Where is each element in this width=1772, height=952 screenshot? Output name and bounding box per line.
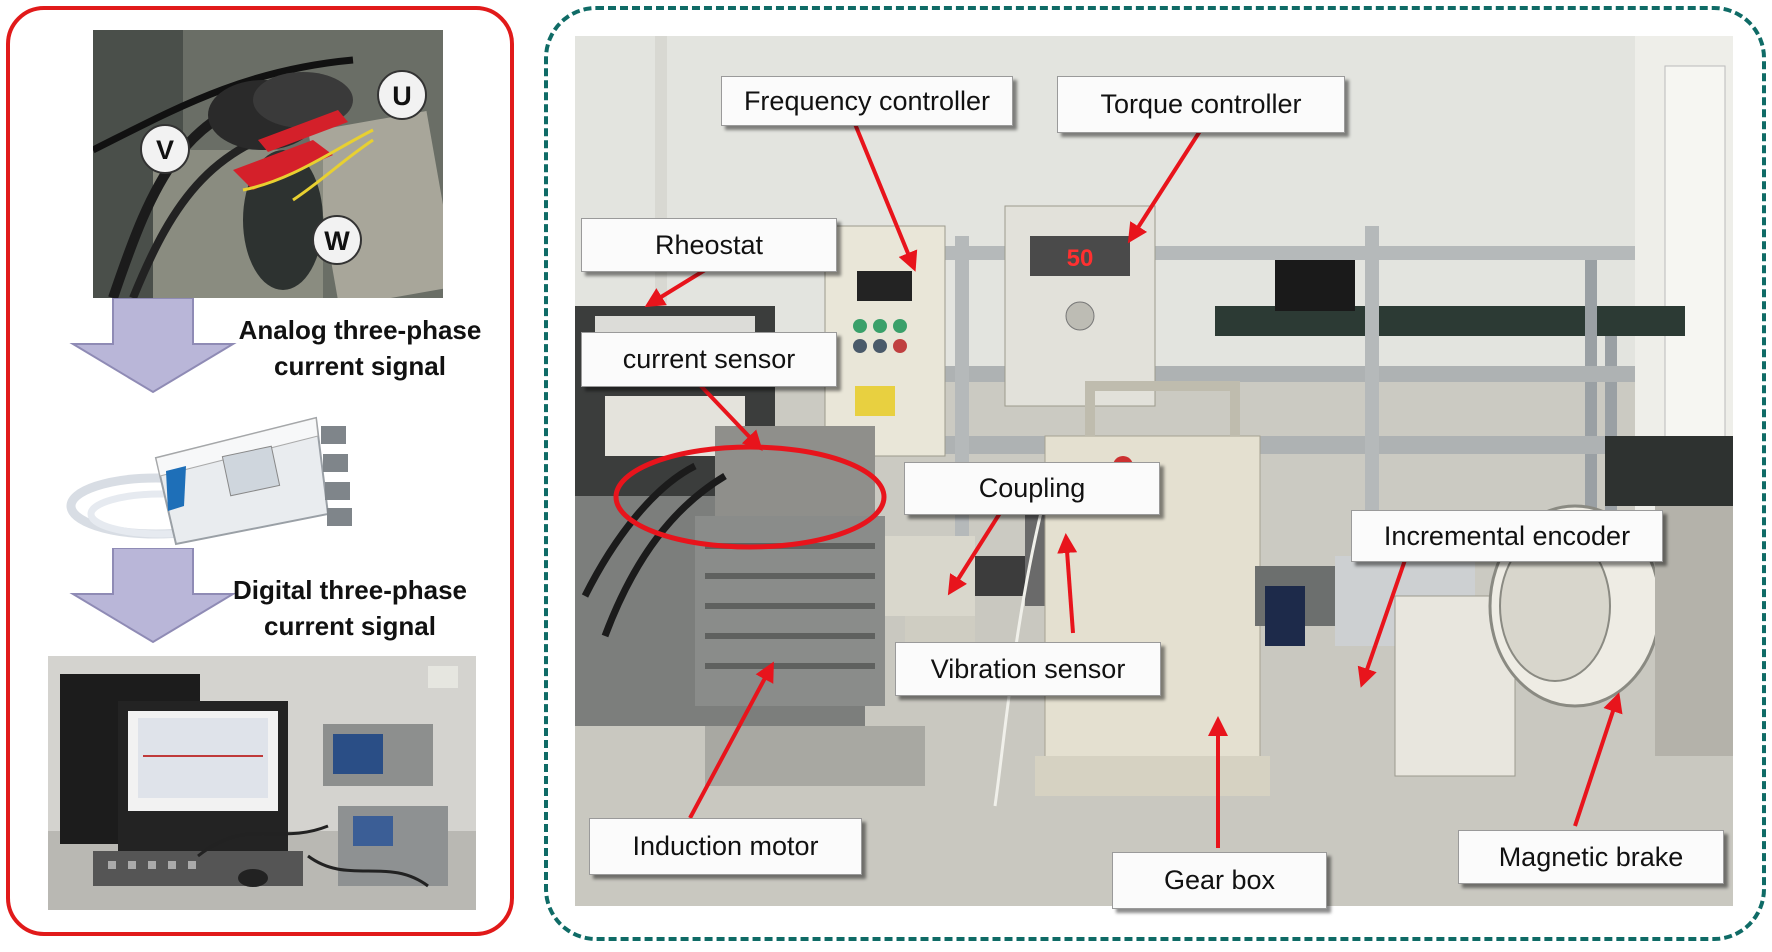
phase-u-label: U [377, 70, 427, 120]
analog-signal-line2: current signal [274, 351, 446, 381]
current-sensor-label: current sensor [581, 332, 837, 387]
incremental-encoder-label: Incremental encoder [1351, 510, 1663, 562]
frequency-controller-label: Frequency controller [721, 76, 1013, 126]
rheostat-arrow [644, 268, 707, 308]
coupling-label: Coupling [904, 462, 1160, 515]
down-arrow-icon [69, 298, 237, 394]
signal-acquisition-panel [6, 6, 514, 936]
coupling-arrow [947, 511, 1002, 596]
magnetic-brake-arrow [1573, 692, 1623, 827]
torque-display-value: 50 [1067, 245, 1094, 272]
rheostat-label: Rheostat [581, 218, 837, 272]
induction-motor-label: Induction motor [589, 818, 862, 875]
workstation-photo [48, 656, 476, 910]
vibration-sensor-label: Vibration sensor [895, 642, 1161, 696]
induction-motor-arrow [688, 661, 774, 819]
torque-controller-label: Torque controller [1057, 76, 1345, 133]
frequency-controller-arrow [853, 123, 918, 272]
down-arrow-icon-2 [69, 548, 237, 644]
daq-device-photo [66, 396, 356, 546]
phase-w-label: W [312, 215, 362, 265]
analog-signal-line1: Analog three-phase [238, 315, 482, 345]
current-sensor-arrow [698, 383, 763, 451]
digital-signal-caption: Digital three-phase current signal [200, 572, 500, 644]
torque-controller-arrow [1127, 129, 1202, 244]
phase-v-label: V [140, 124, 190, 174]
vibration-sensor-arrow [1057, 533, 1078, 634]
test-rig-panel [544, 6, 1766, 941]
analog-signal-caption: Analog three-phase current signal [220, 312, 500, 384]
incremental-encoder-arrow [1357, 559, 1407, 688]
gear-box-label: Gear box [1112, 852, 1327, 909]
digital-signal-line2: current signal [264, 611, 436, 641]
digital-signal-line1: Digital three-phase [232, 575, 468, 605]
magnetic-brake-label: Magnetic brake [1458, 830, 1724, 884]
current-clamp-photo [93, 30, 443, 298]
